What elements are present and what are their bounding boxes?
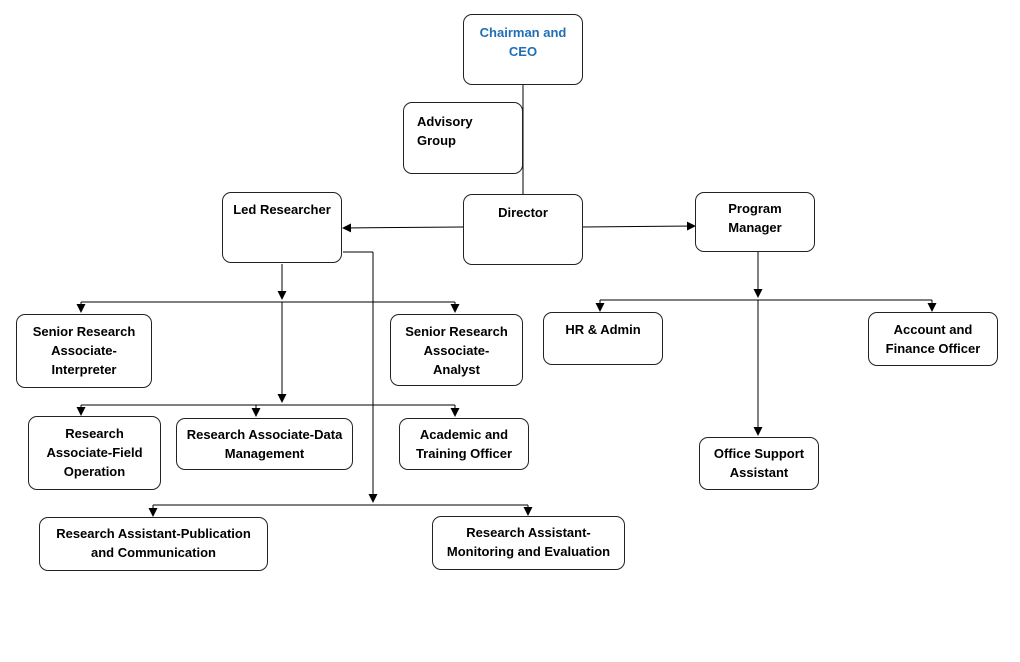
node-research-assistant-monitoring[interactable]: Research Assistant-Monitoring and Evalua… [432, 516, 625, 570]
node-led-researcher-label: Led Researcher [233, 202, 331, 217]
connector-director-led-researcher [342, 223, 464, 233]
node-hr-admin-label: HR & Admin [565, 322, 641, 337]
node-director[interactable]: Director [463, 194, 583, 265]
node-hr-admin[interactable]: HR & Admin [543, 312, 663, 365]
node-led-researcher[interactable]: Led Researcher [222, 192, 342, 263]
connector-director-program-manager [582, 221, 696, 231]
node-director-label: Director [498, 205, 548, 220]
node-research-assistant-monitoring-label: Research Assistant-Monitoring and Evalua… [446, 525, 611, 559]
